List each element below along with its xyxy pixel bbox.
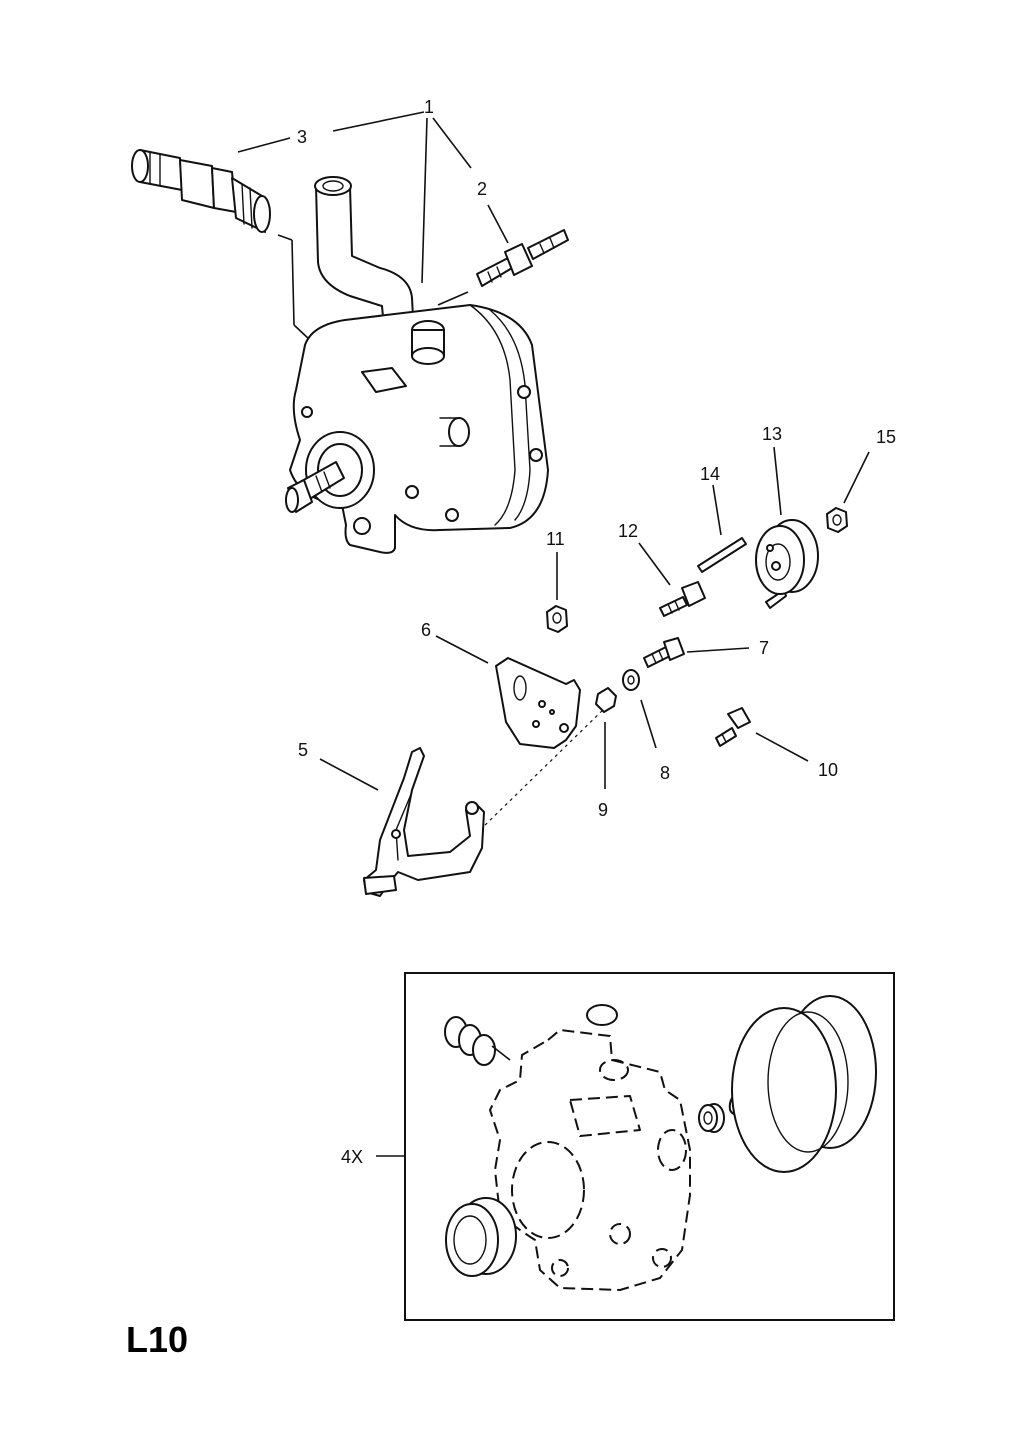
callout-3: 3 [297,127,307,147]
page-code: L10 [126,1319,188,1360]
mounting-bracket-6 [495,657,581,749]
callout-4x: 4X [341,1147,363,1167]
cover-gasket [731,995,877,1173]
callout-9: 9 [598,800,608,820]
callout-15: 15 [876,427,896,447]
callout-labels: 1 2 3 5 6 7 8 9 10 11 12 13 14 15 4X [297,97,896,1167]
callout-7: 7 [759,638,769,658]
support-bracket-5 [363,747,485,897]
nut-15 [826,507,848,533]
pulley-13 [755,519,819,595]
leader-lines [237,111,870,1157]
callout-1: 1 [424,97,434,117]
callout-10: 10 [818,760,838,780]
shaft-seal [445,1197,517,1277]
pump-outline-dashed [489,1029,691,1291]
callout-5: 5 [298,740,308,760]
power-steering-pump [285,176,549,554]
repair-kit-box [404,972,895,1321]
seal-rings [444,1016,511,1066]
kit-frame [404,972,895,1321]
callout-13: 13 [762,424,782,444]
callout-2: 2 [477,179,487,199]
callout-6: 6 [421,620,431,640]
callout-8: 8 [660,763,670,783]
o-ring-top [586,1004,618,1026]
bolt-12 [659,581,706,617]
callout-11: 11 [546,529,565,549]
bolt-10 [715,707,751,747]
banjo-stud [476,229,569,287]
callout-12: 12 [618,521,638,541]
bolt-7 [643,637,685,668]
washer-8 [622,669,640,691]
spacer-9 [595,687,617,713]
nut-11 [546,605,568,633]
callout-14: 14 [700,464,720,484]
hose-union-fitting [131,149,271,233]
